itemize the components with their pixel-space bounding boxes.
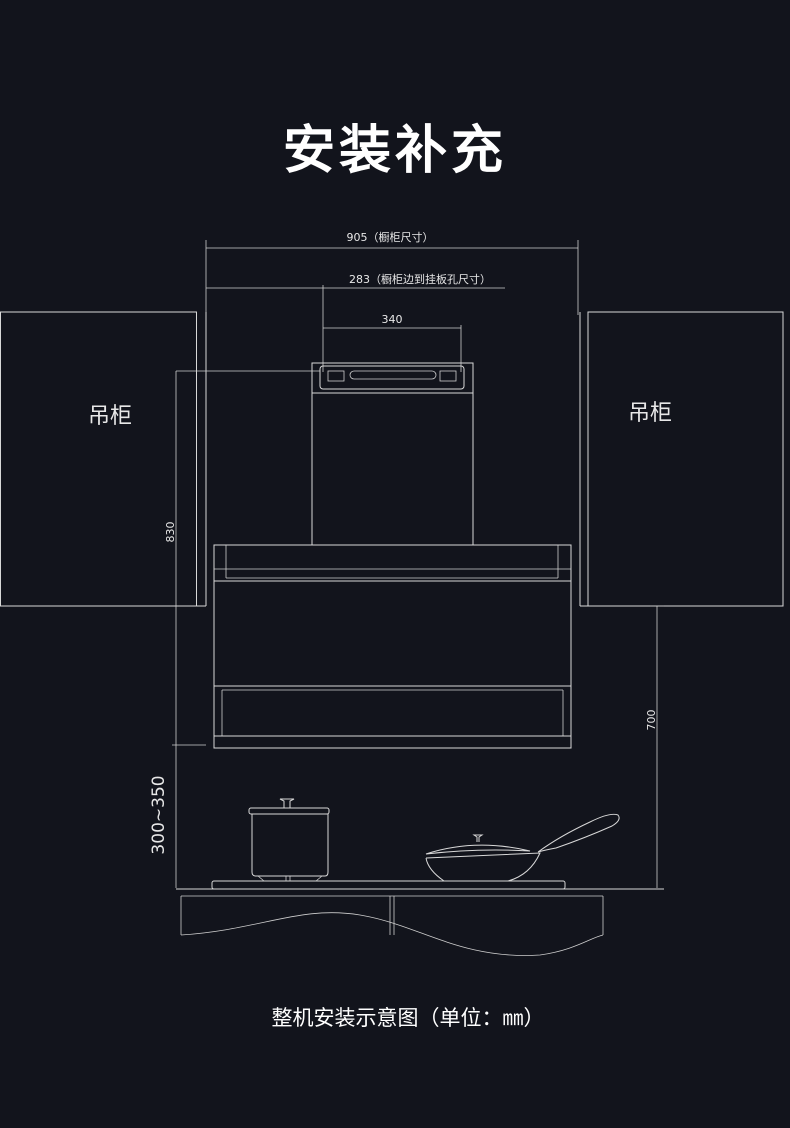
dimension-300-350-label: 300~350 — [149, 775, 169, 854]
dimension-700: 700 — [645, 605, 664, 888]
dimension-905: 905（橱柜尺寸） — [205, 230, 579, 315]
chimney — [311, 393, 474, 545]
page-title: 安装补充 — [282, 121, 507, 181]
dimension-830-label: 830 — [164, 522, 177, 543]
dimension-340-label: 340 — [382, 313, 403, 326]
cabinet-left-label: 吊柜 — [88, 404, 132, 429]
dimension-830: 830 — [164, 371, 206, 746]
pot-icon — [248, 798, 330, 882]
range-hood — [213, 544, 572, 749]
dimension-300-350: 300~350 — [149, 745, 177, 888]
dimension-283-label: 283（橱柜边到挂板孔尺寸） — [349, 272, 491, 286]
wall-cabinet-left: 吊柜 — [0, 311, 207, 607]
dimension-340: 340 — [323, 313, 462, 372]
diagram-caption: 整机安装示意图（单位：㎜） — [271, 1006, 545, 1030]
wall-cabinet-right: 吊柜 — [579, 311, 784, 607]
mounting-plate — [176, 362, 474, 394]
dimension-905-label: 905（橱柜尺寸） — [347, 230, 434, 244]
dimension-700-label: 700 — [645, 710, 658, 731]
dimension-283: 283（橱柜边到挂板孔尺寸） — [206, 272, 505, 372]
cabinet-right-label: 吊柜 — [628, 401, 672, 426]
countertop — [176, 880, 664, 956]
wok-icon — [425, 813, 620, 882]
